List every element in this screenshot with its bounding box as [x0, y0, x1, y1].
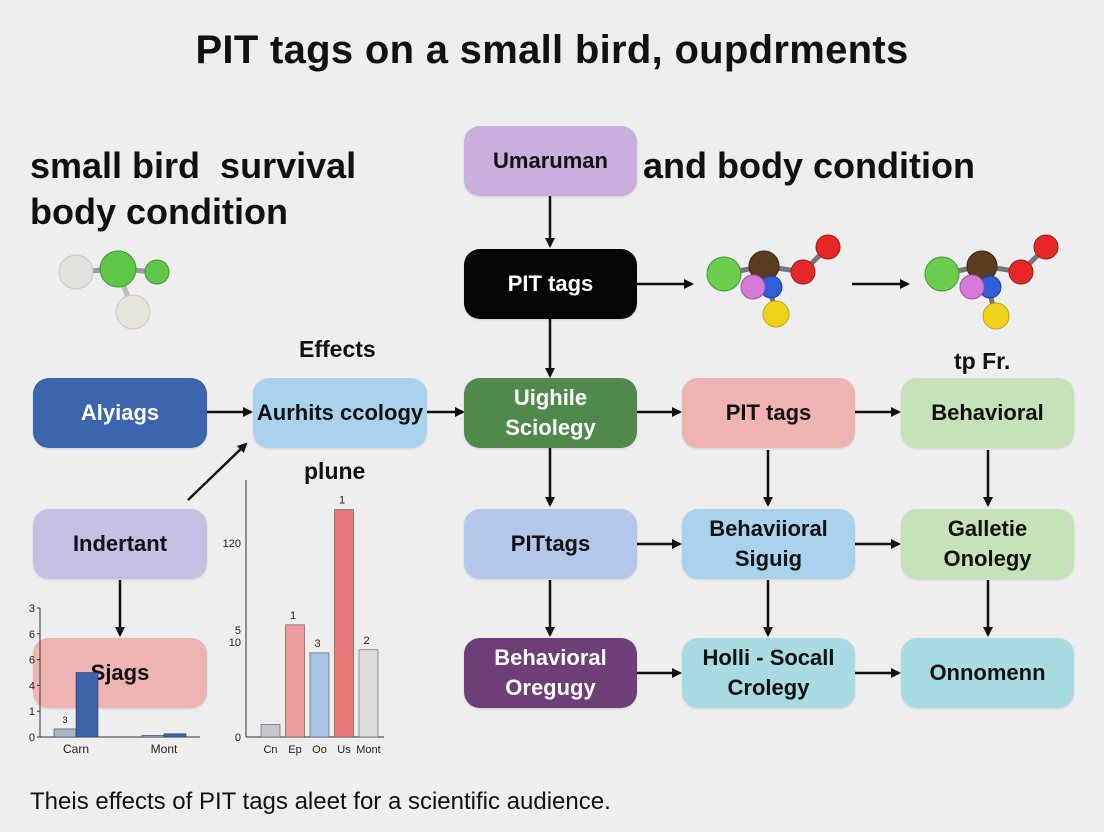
heading: small bird survival body condition [30, 143, 356, 235]
chart2-data-label: 3 [314, 638, 320, 650]
node-galletie-line-2: Onolegy [943, 546, 1032, 571]
heading-right: and body condition [643, 145, 975, 186]
node-umaruman-label: Umaruman [493, 148, 608, 173]
chart1-y-tick-label: 4 [29, 680, 35, 692]
chart1-bar [75, 672, 99, 738]
node-holli-line-1: Holli - Socall [702, 645, 835, 670]
effects-label: Effects [299, 336, 376, 362]
chart2-y-tick-label: 0 [235, 732, 241, 744]
chart2-y-tick-label: 5 [235, 625, 241, 637]
node-indertant: Indertant [33, 509, 207, 579]
node-behavioral-siguig: Behaviioral Siguig [682, 509, 855, 579]
chart2-y-tick-label: 120 [223, 538, 241, 550]
node-umaruman: Umaruman [464, 126, 637, 196]
footer-caption: Theis effects of PIT tags aleet for a sc… [30, 788, 611, 815]
tp-fr-label: tp Fr. [954, 348, 1011, 374]
node-pit-tags-top-label: PIT tags [507, 271, 594, 296]
chart1-bar [141, 735, 165, 738]
heading-line-1: small bird survival [30, 145, 357, 186]
molecule-icon-faded [58, 250, 170, 330]
node-uighile: Uighile Sciolegy [464, 378, 637, 448]
node-behavioral-oregugy-line-1: Behavioral [494, 645, 607, 670]
node-behavioral-top: Behavioral [901, 378, 1074, 448]
chart2-x-tick-label: Us [337, 744, 351, 756]
chart1-y-tick-label: 6 [29, 655, 35, 667]
node-indertant-label: Indertant [72, 531, 168, 556]
node-onnomenn-label: Onnomenn [929, 660, 1046, 685]
node-behavioral-oregugy: Behavioral Oregugy [464, 638, 637, 708]
node-sjags: Sjags [33, 638, 207, 708]
chart2-bar [358, 649, 379, 738]
page-title: PIT tags on a small bird, oupdrments [195, 28, 909, 72]
node-onnomenn: Onnomenn [901, 638, 1074, 708]
node-uighile-line-2: Sciolegy [505, 415, 596, 440]
node-alyiags: Alyiags [33, 378, 207, 448]
node-behavioral-oregugy-line-2: Oregugy [505, 675, 596, 700]
node-alyiags-label: Alyiags [80, 400, 160, 425]
molecule-icon-2 [924, 234, 1059, 330]
node-aurhits-label: Aurhits ccology [256, 400, 424, 425]
arrow-indertant-aurhits [187, 442, 248, 501]
node-holli-line-2: Crolegy [727, 675, 810, 700]
chart2-x-tick-label: Ep [288, 744, 301, 756]
node-pit-tags-top: PIT tags [464, 249, 637, 319]
node-pit-tags-mid-label: PIT tags [725, 400, 812, 425]
chart1-y-tick-label: 3 [29, 603, 35, 615]
chart2-x-tick-label: Mont [356, 744, 380, 756]
node-holli-socall: Holli - Socall Crolegy [682, 638, 855, 708]
chart2-bar [334, 509, 354, 738]
node-behavioral-siguig-line-2: Siguig [734, 546, 803, 571]
node-galletie-line-1: Galletie [947, 516, 1028, 541]
chart2-bar [309, 652, 330, 738]
chart1-x-tick-label: Carn [63, 742, 89, 756]
node-galletie: Galletie Onolegy [901, 509, 1074, 579]
heading-line-2: body condition [30, 191, 288, 232]
node-pit-tags-mid: PIT tags [682, 378, 855, 448]
node-aurhits-ccology: Aurhits ccology [253, 378, 427, 448]
chart2-data-label: 2 [363, 635, 369, 647]
chart2-x-tick-label: Oo [312, 744, 327, 756]
chart1-bar [163, 733, 187, 738]
node-sjags-label: Sjags [90, 660, 150, 685]
chart2-bar [285, 624, 305, 738]
plune-label: plune [304, 458, 366, 484]
node-behavioral-siguig-line-1: Behaviioral [709, 516, 828, 541]
chart1-y-tick-label: 6 [29, 629, 35, 641]
chart1-bar [53, 728, 77, 738]
chart2-x-tick-label: Cn [263, 744, 277, 756]
chart2-data-label: 1 [290, 610, 296, 622]
node-uighile-line-1: Uighile [513, 385, 588, 410]
chart2-bar [260, 724, 281, 738]
molecule-icon-1 [706, 234, 841, 328]
node-behavioral-top-label: Behavioral [931, 400, 1044, 425]
chart1-x-tick-label: Mont [151, 742, 178, 756]
chart1-y-tick-label: 1 [29, 706, 35, 718]
chart2-data-label: 1 [339, 495, 345, 507]
chart1-data-label: 3 [62, 715, 67, 725]
chart1-y-tick-label: 0 [29, 732, 35, 744]
chart2-y-tick-label: 10 [229, 637, 241, 649]
node-pittags: PITtags [464, 509, 637, 579]
node-pittags-label: PITtags [510, 531, 591, 556]
